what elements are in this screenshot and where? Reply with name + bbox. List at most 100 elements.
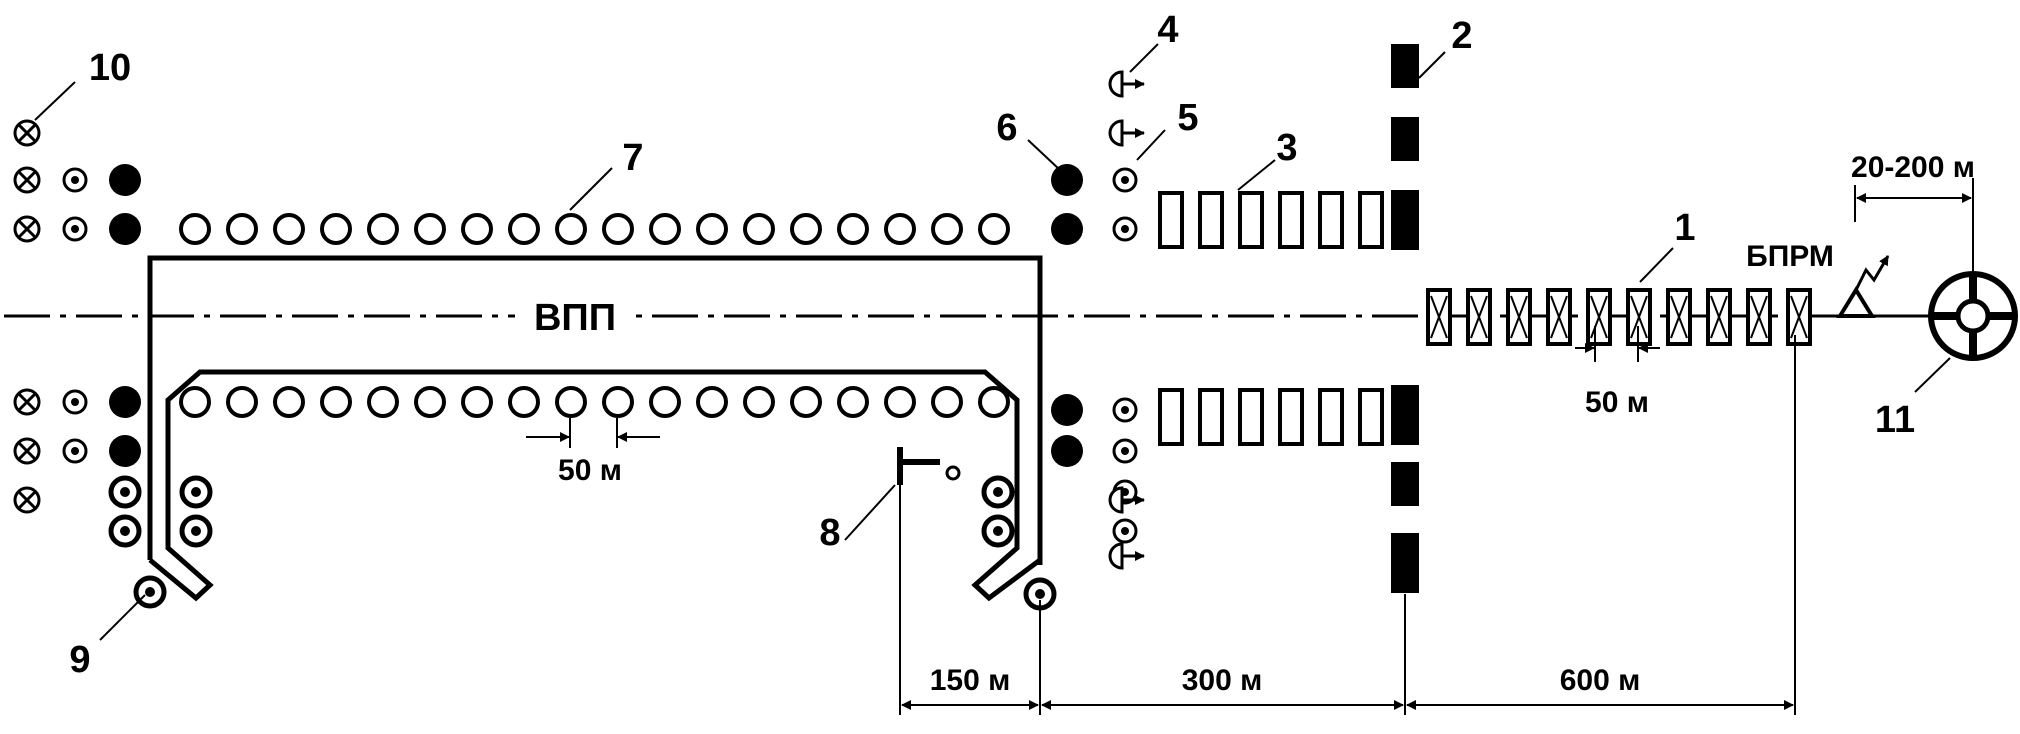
side-row-bar-bottom (1278, 388, 1304, 446)
dim-300: 300 м (1182, 664, 1263, 697)
threshold-light-icon (109, 386, 141, 418)
threshold-light-icon (1051, 394, 1083, 426)
edge-light-bottom-icon (649, 386, 681, 418)
edge-light-top-icon (743, 213, 775, 245)
dim-20-200: 20-200 м (1851, 151, 1975, 184)
callout-11: 11 (1875, 399, 1915, 441)
side-row-bar-top (1358, 191, 1384, 249)
edge-light-bottom-icon (555, 386, 587, 418)
side-row-bar-top (1278, 191, 1304, 249)
edge-light-bottom-icon (884, 386, 916, 418)
edge-light-bottom-icon (179, 386, 211, 418)
glide-path-sign-icon (897, 447, 961, 485)
taxiway-light-icon (179, 514, 213, 548)
radio-marker-label: БПРМ (1746, 240, 1834, 273)
taxiway-light-icon (108, 514, 142, 548)
approach-barrette-icon (1626, 288, 1652, 346)
taxiway-light-icon (981, 475, 1015, 509)
flush-light-icon (62, 438, 88, 464)
edge-light-bottom-icon (320, 386, 352, 418)
threshold-light-icon (109, 164, 141, 196)
side-row-bar-bottom (1238, 388, 1264, 446)
taxiway-light-icon (981, 514, 1015, 548)
edge-light-top-icon (555, 213, 587, 245)
threshold-light-icon (1051, 435, 1083, 467)
approach-barrette-icon (1426, 288, 1452, 346)
obstruction-light-icon (13, 486, 41, 514)
directional-light-icon (1108, 486, 1145, 514)
callout-7: 7 (622, 137, 643, 179)
callout-8: 8 (819, 512, 840, 554)
side-row-bar-top (1318, 191, 1344, 249)
obstruction-light-icon (13, 166, 41, 194)
edge-light-bottom-icon (414, 386, 446, 418)
callout-4: 4 (1157, 9, 1178, 51)
obstruction-light-icon (13, 388, 41, 416)
edge-light-bottom-icon (508, 386, 540, 418)
callout-leaders (34, 43, 1951, 641)
taxiway-light-icon (108, 475, 142, 509)
flush-light-icon (1112, 397, 1138, 423)
runway-edge-lights-bottom (179, 386, 1010, 418)
threshold-light-icon (1051, 164, 1083, 196)
side-row-bar-top (1198, 191, 1224, 249)
approach-barrette-icon (1586, 288, 1612, 346)
side-row-bar-top (1238, 191, 1264, 249)
side-row-bar-bottom (1318, 388, 1344, 446)
callout-2: 2 (1451, 15, 1472, 57)
edge-light-bottom-icon (226, 386, 258, 418)
flush-light-icon (62, 389, 88, 415)
flush-light-icon (62, 216, 88, 242)
flush-light-icon (1112, 438, 1138, 464)
callout-1: 1 (1674, 207, 1695, 249)
approach-centerline-barrettes (1426, 288, 1812, 346)
runway-edge-lights-top (179, 213, 1010, 245)
approach-barrette-icon (1786, 288, 1812, 346)
approach-barrette-icon (1746, 288, 1772, 346)
edge-light-top-icon (414, 213, 446, 245)
side-row-bar-bottom (1198, 388, 1224, 446)
taxiway-light-icon (179, 475, 213, 509)
edge-light-top-icon (602, 213, 634, 245)
obstruction-light-icon (13, 215, 41, 243)
edge-light-top-icon (931, 213, 963, 245)
dim-50-edge: 50 м (558, 454, 622, 487)
edge-light-top-icon (461, 213, 493, 245)
edge-light-bottom-icon (837, 386, 869, 418)
edge-light-top-icon (179, 213, 211, 245)
callout-10: 10 (89, 47, 131, 89)
callout-6: 6 (996, 107, 1017, 149)
edge-light-top-icon (273, 213, 305, 245)
flush-light-icon (1112, 518, 1138, 544)
dim-150: 150 м (930, 664, 1011, 697)
approach-barrette-icon (1466, 288, 1492, 346)
edge-light-top-icon (790, 213, 822, 245)
side-row-bar-top (1158, 191, 1184, 249)
edge-light-bottom-icon (696, 386, 728, 418)
callout-5: 5 (1177, 97, 1198, 139)
right-threshold-lights (981, 70, 1145, 611)
directional-light-icon (1108, 70, 1145, 98)
obstruction-light-icon (13, 437, 41, 465)
radio-marker-icon (1815, 255, 1930, 318)
taxiway-outline (148, 369, 1042, 602)
dim-50-approach: 50 м (1585, 386, 1649, 419)
edge-light-top-icon (367, 213, 399, 245)
edge-light-bottom-icon (273, 386, 305, 418)
approach-side-row-bars (1158, 191, 1384, 446)
approach-barrette-icon (1706, 288, 1732, 346)
dimension-lines (526, 178, 1974, 715)
crossbar-segments (1391, 44, 1419, 593)
edge-light-top-icon (884, 213, 916, 245)
dim-600: 600 м (1560, 664, 1641, 697)
edge-light-top-icon (696, 213, 728, 245)
edge-light-bottom-icon (978, 386, 1010, 418)
edge-light-top-icon (649, 213, 681, 245)
directional-light-icon (1108, 542, 1145, 570)
edge-light-top-icon (837, 213, 869, 245)
edge-light-top-icon (320, 213, 352, 245)
edge-light-bottom-icon (743, 386, 775, 418)
flush-light-icon (62, 167, 88, 193)
edge-light-bottom-icon (931, 386, 963, 418)
